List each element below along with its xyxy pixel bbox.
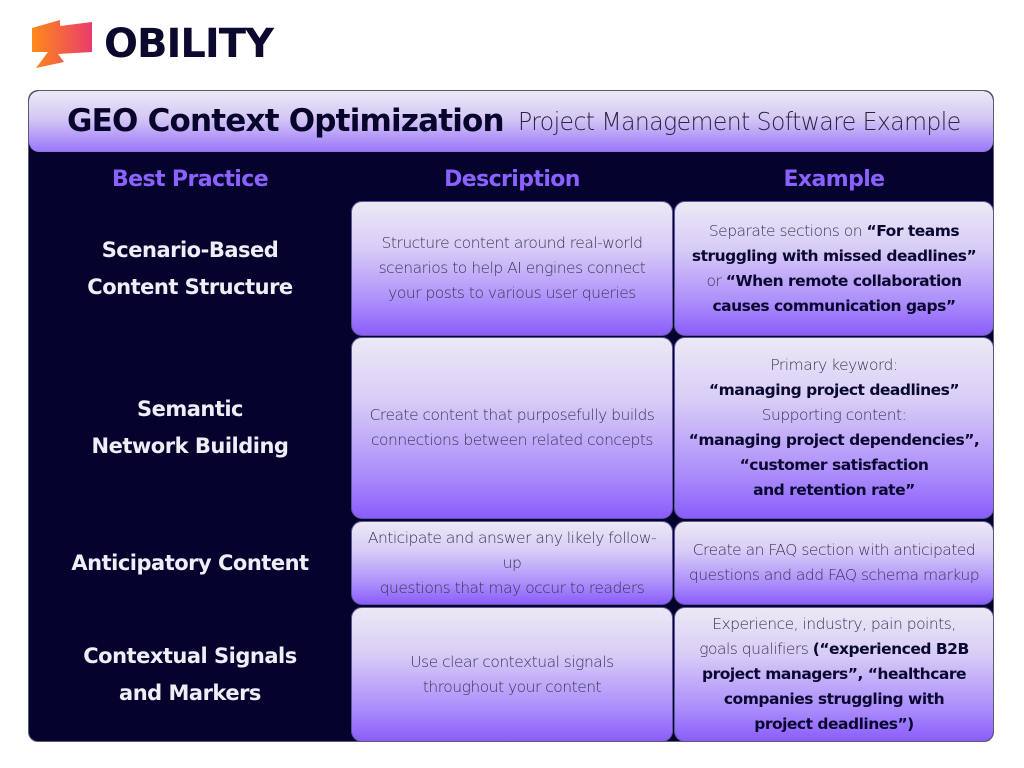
example-text: or <box>706 271 726 290</box>
best-practice-line: Anticipatory Content <box>71 550 309 575</box>
example-line: struggling with missed deadlines” <box>691 244 977 269</box>
description-line: scenarios to help AI engines connect <box>378 259 646 277</box>
example-cell: Experience, industry, pain points, goals … <box>674 607 993 741</box>
example-keyword-text: “When remote collaboration <box>725 271 962 290</box>
example-line: questions and add FAQ schema markup <box>688 563 980 588</box>
description-cell: Use clear contextual signals throughout y… <box>351 607 673 741</box>
example-line: project deadlines”) <box>699 712 969 737</box>
example-keyword-text: struggling with missed deadlines” <box>691 246 977 265</box>
best-practice-line: and Markers <box>119 680 261 705</box>
obility-flag-logo-icon <box>32 20 92 68</box>
best-practice-label: Anticipatory Content <box>29 521 351 605</box>
description-line: questions that may occur to readers <box>379 578 645 597</box>
best-practice-line: Scenario-Based <box>101 237 279 262</box>
example-keyword-text: “customer satisfaction <box>739 456 929 474</box>
example-line: “customer satisfaction <box>689 453 980 478</box>
example-cell: Separate sections on “For teams strugglin… <box>674 201 993 336</box>
best-practice-line: Content Structure <box>87 274 293 299</box>
example-line: Primary keyword: <box>689 353 980 378</box>
example-keyword-text: project managers”, “healthcare <box>701 665 967 683</box>
best-practice-line: Contextual Signals <box>83 643 297 668</box>
example-keyword-text: (“experienced B2B <box>812 640 970 658</box>
example-text: Separate sections on <box>708 221 867 240</box>
example-keyword-text: project deadlines”) <box>754 715 914 733</box>
description-line: Structure content around real-world <box>381 234 643 252</box>
example-line: project managers”, “healthcare <box>699 662 969 687</box>
example-text: Create an FAQ section with anticipated <box>692 541 976 559</box>
example-keyword-text: companies struggling with <box>723 690 945 708</box>
example-line: Separate sections on “For teams <box>692 219 976 244</box>
example-cell: Create an FAQ section with anticipated qu… <box>674 521 993 605</box>
example-keyword-text: causes communication gaps” <box>712 296 956 315</box>
description-line: throughout your content <box>422 677 602 696</box>
example-text: Experience, industry, pain points, <box>712 615 956 633</box>
best-practice-line: Semantic <box>136 397 244 421</box>
example-line: goals qualifiers (“experienced B2B <box>699 637 969 662</box>
column-header-description: Description <box>444 167 580 192</box>
example-line: causes communication gaps” <box>692 294 976 319</box>
example-cell: Primary keyword: “managing project deadli… <box>674 337 993 519</box>
example-keyword-text: “managing project deadlines” <box>708 381 960 399</box>
title-banner: GEO Context Optimization Project Managem… <box>29 91 993 152</box>
description-cell: Anticipate and answer any likely follow-… <box>351 521 673 605</box>
description-cell: Create content that purposefully builds c… <box>351 337 673 519</box>
example-line: Supporting content: <box>689 403 980 428</box>
example-text: goals qualifiers <box>699 640 813 658</box>
example-line: “managing project dependencies”, <box>689 428 980 453</box>
example-line: “managing project deadlines” <box>689 378 980 403</box>
example-keyword-text: “For teams <box>866 221 960 240</box>
example-line: and retention rate” <box>689 478 980 503</box>
page-subtitle: Project Management Software Example <box>517 106 961 136</box>
description-line: Create content that purposefully builds <box>369 406 655 424</box>
example-keyword-text: and retention rate” <box>753 481 915 499</box>
example-text: Primary keyword: <box>770 356 898 374</box>
description-line: connections between related concepts <box>370 431 653 449</box>
description-line: your posts to various user queries <box>388 284 636 302</box>
example-keyword-text: “managing project dependencies”, <box>688 431 980 449</box>
example-text: Supporting content: <box>761 406 907 424</box>
column-header-example: Example <box>783 167 886 192</box>
example-line: companies struggling with <box>699 687 969 712</box>
page-title: GEO Context Optimization <box>67 103 505 139</box>
brand-logo: OBILITY <box>28 18 274 70</box>
description-line: Anticipate and answer any likely follow-… <box>367 528 657 572</box>
example-line: or “When remote collaboration <box>692 269 976 294</box>
example-line: Experience, industry, pain points, <box>699 612 969 637</box>
brand-wordmark: OBILITY <box>104 21 274 67</box>
description-line: Use clear contextual signals <box>410 652 614 671</box>
best-practice-label: Contextual Signals and Markers <box>29 607 351 741</box>
description-cell: Structure content around real-world scena… <box>351 201 673 336</box>
column-header-best-practice: Best Practice <box>111 167 269 192</box>
example-text: questions and add FAQ schema markup <box>688 566 980 584</box>
geo-table-panel: GEO Context Optimization Project Managem… <box>28 90 994 742</box>
best-practice-line: Network Building <box>91 434 289 458</box>
example-line: Create an FAQ section with anticipated <box>689 538 979 563</box>
